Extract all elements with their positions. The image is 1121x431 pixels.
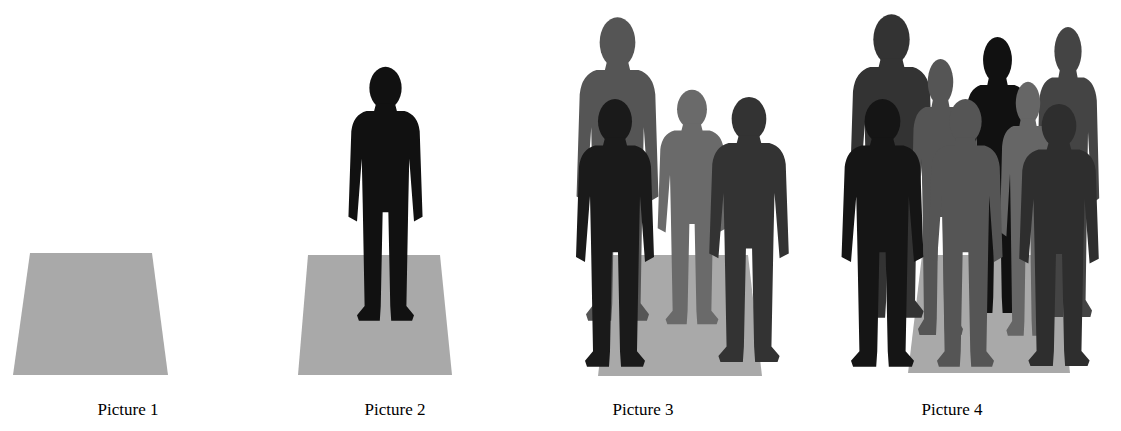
person-silhouette (709, 97, 789, 362)
person-silhouette (1019, 104, 1099, 366)
person-silhouette (576, 99, 654, 367)
picture-caption: Picture 3 (613, 400, 674, 420)
picture-caption: Picture 2 (365, 400, 426, 420)
picture-caption: Picture 4 (922, 400, 983, 420)
person-silhouette (928, 99, 1002, 367)
person-silhouette (348, 67, 422, 321)
person-silhouette (842, 99, 924, 367)
floor-tile (13, 253, 168, 375)
picture-caption: Picture 1 (98, 400, 159, 420)
